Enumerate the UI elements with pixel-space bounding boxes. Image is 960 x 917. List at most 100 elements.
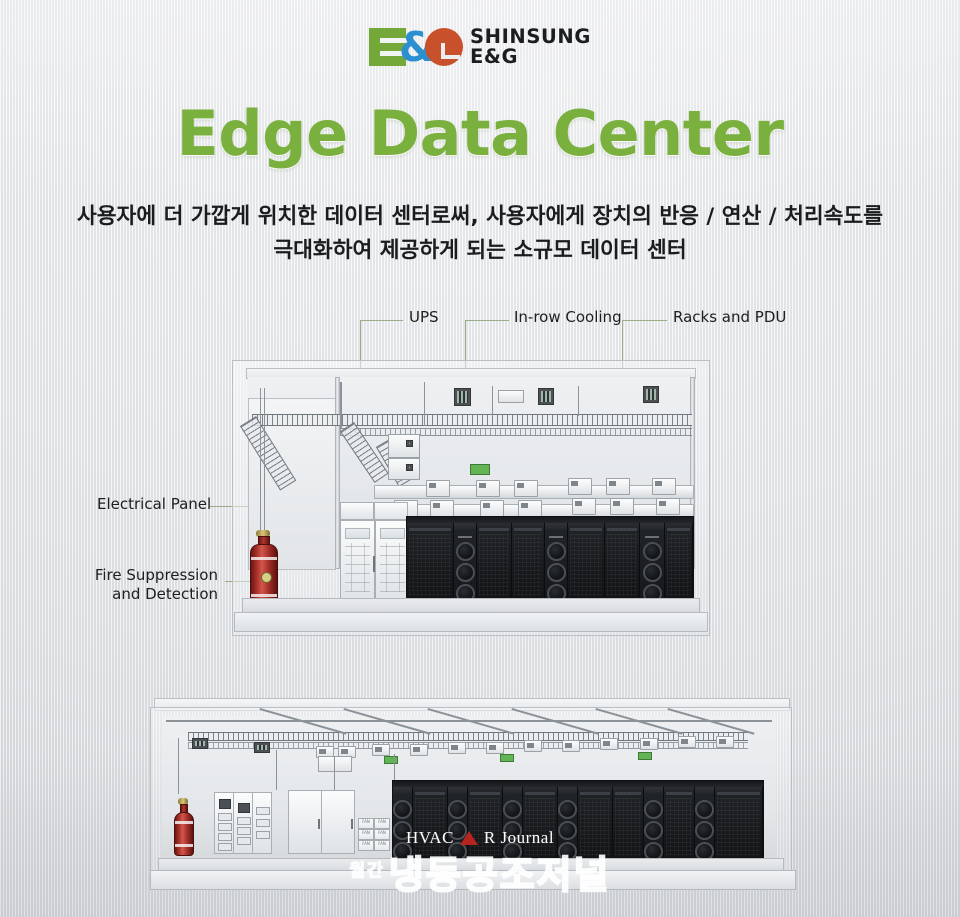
conduit-drop-5 <box>492 386 493 416</box>
container-base-plinth <box>234 612 708 632</box>
ceiling-box-bottom <box>318 756 352 772</box>
cooler-display <box>549 536 563 538</box>
callout-label-fire-suppression: Fire Suppression and Detection <box>88 566 218 604</box>
in-row-cooling-unit[interactable] <box>503 787 523 861</box>
cooler-fan-ring <box>448 821 467 840</box>
callout-label-in-row-cooling: In-row Cooling <box>514 308 622 326</box>
cooler-fan-ring <box>503 800 522 819</box>
ceiling-device-bottom-1 <box>192 738 208 749</box>
server-rack[interactable] <box>613 787 644 859</box>
busway-module <box>652 478 676 495</box>
shinsung-eg-logo-icon: & <box>369 26 464 68</box>
in-row-cooling-unit[interactable] <box>454 523 477 603</box>
electrical-panel-3[interactable] <box>252 792 272 854</box>
cooler-fan-ring <box>644 821 663 840</box>
ceiling-device-louvre-2 <box>538 388 554 405</box>
cable-tray-secondary-run <box>340 428 692 436</box>
busway-module <box>606 478 630 495</box>
busway-module <box>640 738 658 750</box>
panel-meter <box>238 803 250 813</box>
in-row-cooling-unit[interactable] <box>393 787 413 861</box>
server-rack[interactable] <box>715 787 763 859</box>
ceiling-device-box-1 <box>498 390 524 403</box>
cooler-fan-ring <box>393 821 412 840</box>
conduit-drop <box>334 756 335 802</box>
cabinet-door-handle[interactable] <box>351 818 353 829</box>
electrical-panel-2[interactable] <box>233 792 253 854</box>
container-base-plinth-bottom <box>150 870 796 890</box>
conduit-drop-3 <box>340 382 342 428</box>
conduit-drop-4 <box>424 382 425 426</box>
server-rack[interactable] <box>664 787 695 859</box>
server-rack[interactable] <box>413 787 448 859</box>
in-row-cooling-unit[interactable] <box>644 787 664 861</box>
server-rack[interactable] <box>523 787 558 859</box>
conduit-drop <box>178 738 179 794</box>
cooler-fan-ring <box>558 800 577 819</box>
ceiling-device-louvre-3 <box>643 386 659 403</box>
distribution-cabinet-right[interactable] <box>321 790 355 854</box>
ceiling-device-bottom-2 <box>254 742 270 753</box>
callout-label-racks-and-pdu: Racks and PDU <box>673 308 787 326</box>
callout-label-electrical-panel: Electrical Panel <box>97 495 212 513</box>
wall-cabinet-indicator-2 <box>406 464 413 471</box>
ups-door-handle[interactable] <box>373 556 376 573</box>
server-rack[interactable] <box>578 787 613 859</box>
cooler-display <box>645 536 659 538</box>
container-shell-top <box>228 352 712 642</box>
in-row-cooling-unit[interactable] <box>545 523 568 603</box>
in-row-cooling-unit[interactable] <box>448 787 468 861</box>
server-rack[interactable] <box>568 523 605 599</box>
ups-cabinet-left[interactable] <box>340 520 376 599</box>
ups-cabinet-right[interactable] <box>375 520 411 599</box>
cooler-fan-ring <box>546 563 566 582</box>
server-rack[interactable] <box>477 523 512 599</box>
panel-breaker-slot <box>237 817 251 825</box>
brand-name: SHINSUNG E&G <box>470 27 591 67</box>
server-rack[interactable] <box>468 787 503 859</box>
cable-tray-bottom-run-2 <box>188 742 748 749</box>
cooler-fan-ring <box>558 821 577 840</box>
callout-label-ups: UPS <box>409 308 439 326</box>
fan-unit: FAN <box>374 840 390 851</box>
busway-module <box>316 746 334 758</box>
server-rack[interactable] <box>665 523 693 599</box>
cooler-fan-ring <box>644 800 663 819</box>
conduit-drop-6 <box>578 386 579 416</box>
cable-tray-main-run <box>252 414 692 426</box>
cooler-fan-ring <box>448 800 467 819</box>
busway-module <box>426 480 450 497</box>
extinguisher-body <box>174 812 194 856</box>
fan-unit: FAN <box>374 818 390 829</box>
panel-breaker-slot <box>218 833 232 841</box>
cooler-fan-ring <box>695 821 714 840</box>
panel-breaker-slot <box>237 827 251 835</box>
server-rack[interactable] <box>407 523 454 599</box>
fire-extinguisher-bottom <box>174 798 194 856</box>
in-row-cooling-unit[interactable] <box>640 523 665 603</box>
cooler-fan-ring <box>393 800 412 819</box>
cabinet-door-handle[interactable] <box>318 818 320 829</box>
electrical-panel-1[interactable] <box>214 792 234 854</box>
logo-letter-g-icon <box>425 28 464 66</box>
server-rack[interactable] <box>512 523 545 599</box>
fan-unit: FAN <box>358 818 374 829</box>
busway-module <box>430 500 454 517</box>
exit-sign-icon <box>470 464 490 475</box>
wall-cabinet-indicator-1 <box>406 440 413 447</box>
busway-module <box>518 500 542 517</box>
in-row-cooling-unit[interactable] <box>695 787 715 861</box>
exit-sign-icon <box>384 756 398 764</box>
conduit-drop-2 <box>264 388 265 546</box>
server-rack[interactable] <box>605 523 640 599</box>
in-row-cooling-unit[interactable] <box>558 787 578 861</box>
conduit-drop <box>394 754 395 800</box>
fan-unit: FAN <box>374 829 390 840</box>
panel-breaker-slot <box>256 807 270 815</box>
panel-meter <box>219 799 231 809</box>
busway-module <box>572 498 596 515</box>
distribution-cabinet-left[interactable] <box>288 790 322 854</box>
busway-module <box>610 498 634 515</box>
ups-top-shelf-left <box>340 502 374 520</box>
conduit-drop <box>276 750 277 790</box>
